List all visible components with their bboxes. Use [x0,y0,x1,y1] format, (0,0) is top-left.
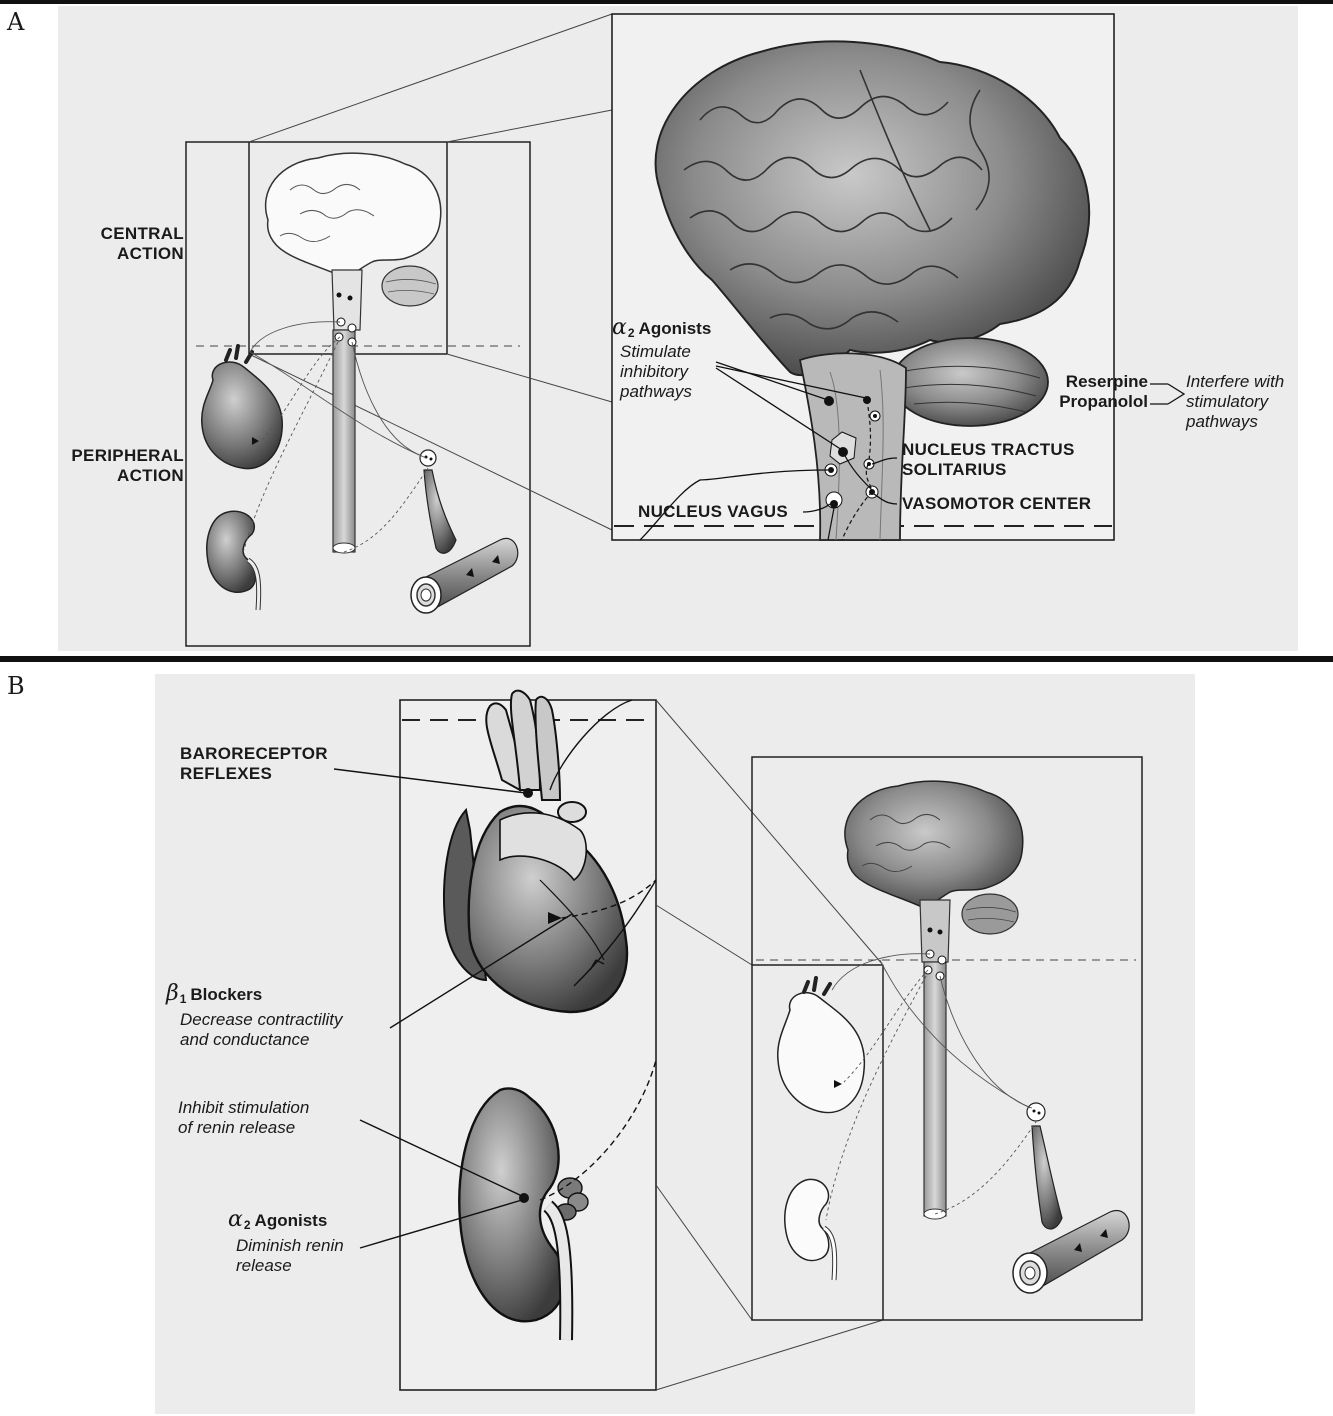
central-action-line-2: ACTION [84,244,184,264]
baroreceptor-label: BARORECEPTOR REFLEXES [180,744,328,784]
alpha-symbol-b: α [228,1207,243,1232]
drug-reserpine: Reserpine [1020,372,1148,392]
alpha2-desc-b-line-1: Diminish renin [236,1236,344,1256]
peripheral-action-label: PERIPHERAL ACTION [60,446,184,486]
central-action-label: CENTRAL ACTION [84,224,184,264]
alpha2-agonists-title-b: Agonists [255,1211,328,1230]
panel-a-small-brain [266,153,441,553]
panel-b-small-kidney [785,1179,835,1280]
drugs-desc-line-2: stimulatory [1186,392,1284,412]
alpha2-desc-b-line-2: release [236,1256,344,1276]
alpha2-desc-a-line-2: inhibitory [620,362,692,382]
peripheral-action-line-1: PERIPHERAL [60,446,184,466]
alpha2-agonists-label-b: α2 Agonists [228,1210,327,1232]
peripheral-action-line-2: ACTION [60,466,184,486]
beta-symbol: β [166,981,179,1006]
inhibit-renin-label: Inhibit stimulation of renin release [178,1098,309,1138]
panel-b-small-neuron [1027,1103,1062,1229]
drugs-label: Reserpine Propanolol [1020,372,1148,412]
alpha2-desc-a-line-1: Stimulate [620,342,692,362]
nucleus-tractus-label: NUCLEUS TRACTUS SOLITARIUS [902,440,1075,480]
alpha2-agonists-desc-a: Stimulate inhibitory pathways [620,342,692,402]
panel-b-small-brain [845,781,1023,1219]
nucleus-vagus-label: NUCLEUS VAGUS [638,502,788,522]
panel-a-small-kidney [207,511,259,610]
alpha-symbol-a: α [612,315,627,340]
panel-b-small-heart [778,978,865,1113]
baroreceptor-line-1: BARORECEPTOR [180,744,328,764]
beta-subscript: 1 [180,992,187,1006]
drugs-desc-label: Interfere with stimulatory pathways [1186,372,1284,432]
central-action-line-1: CENTRAL [84,224,184,244]
inhibit-renin-line-2: of renin release [178,1118,309,1138]
beta1-blockers-title: Blockers [190,985,262,1004]
nucleus-tractus-line-1: NUCLEUS TRACTUS [902,440,1075,460]
inhibit-renin-line-1: Inhibit stimulation [178,1098,309,1118]
drugs-desc-line-3: pathways [1186,412,1284,432]
panel-b-small-vessel [1013,1210,1129,1293]
alpha-subscript-a: 2 [628,326,635,340]
vasomotor-center-label: VASOMOTOR CENTER [902,494,1091,514]
alpha2-agonists-desc-b: Diminish renin release [236,1236,344,1276]
drug-propanolol: Propanolol [1020,392,1148,412]
alpha2-agonists-label-a: α2 Agonists [612,318,711,340]
panel-a-small-vessel [411,538,518,613]
beta1-desc-line-2: and conductance [180,1030,343,1050]
beta1-desc-line-1: Decrease contractility [180,1010,343,1030]
alpha2-desc-a-line-3: pathways [620,382,692,402]
baroreceptor-line-2: REFLEXES [180,764,328,784]
beta1-blockers-desc: Decrease contractility and conductance [180,1010,343,1050]
alpha2-agonists-title-a: Agonists [639,319,712,338]
alpha-subscript-b: 2 [244,1218,251,1232]
drugs-desc-line-1: Interfere with [1186,372,1284,392]
panel-a-small-neuron [420,450,456,553]
nucleus-tractus-line-2: SOLITARIUS [902,460,1075,480]
